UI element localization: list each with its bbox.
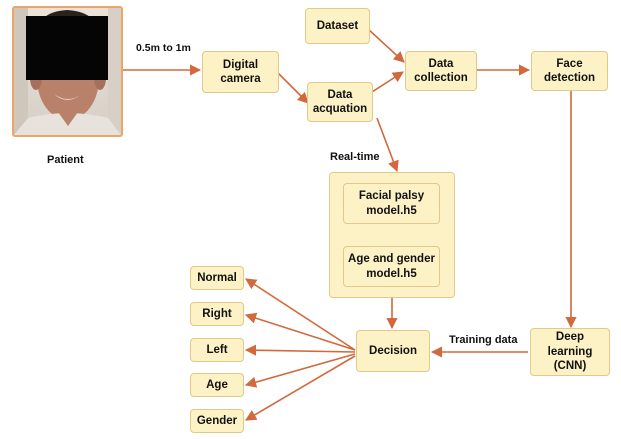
patient-photo <box>12 6 123 137</box>
arrow-dataset-to-collection <box>367 28 405 63</box>
arrow-decision-to-right <box>244 312 356 351</box>
face-mask <box>26 16 108 80</box>
arrow-decision-to-normal <box>245 278 356 351</box>
dataset-node: Dataset <box>305 8 370 44</box>
output-age-node: Age <box>190 373 244 397</box>
arrow-acquation-to-models <box>376 117 399 173</box>
data-collection-node: Data collection <box>405 51 477 91</box>
output-right-node: Right <box>190 302 244 326</box>
training-data-label: Training data <box>449 334 518 346</box>
arrow-decision-to-age <box>244 353 356 388</box>
output-left-node: Left <box>190 338 244 362</box>
facial-palsy-model-node: Facial palsy model.h5 <box>343 183 440 224</box>
patient-caption: Patient <box>47 154 84 166</box>
arrow-acquation-to-collection <box>371 71 404 93</box>
arrow-decision-to-left <box>244 344 356 356</box>
age-gender-model-node: Age and gender model.h5 <box>343 246 440 287</box>
arrow-decision-to-gender <box>245 355 356 421</box>
output-gender-node: Gender <box>190 409 244 433</box>
real-time-label: Real-time <box>330 151 380 163</box>
data-acquation-node: Data acquation <box>307 82 373 122</box>
digital-camera-node: Digital camera <box>202 51 279 93</box>
distance-label: 0.5m to 1m <box>136 42 191 54</box>
decision-node: Decision <box>356 330 430 372</box>
deep-learning-node: Deep learning (CNN) <box>530 328 610 376</box>
output-normal-node: Normal <box>190 266 244 290</box>
face-detection-node: Face detection <box>531 51 608 91</box>
arrow-camera-to-acquation <box>277 72 309 104</box>
